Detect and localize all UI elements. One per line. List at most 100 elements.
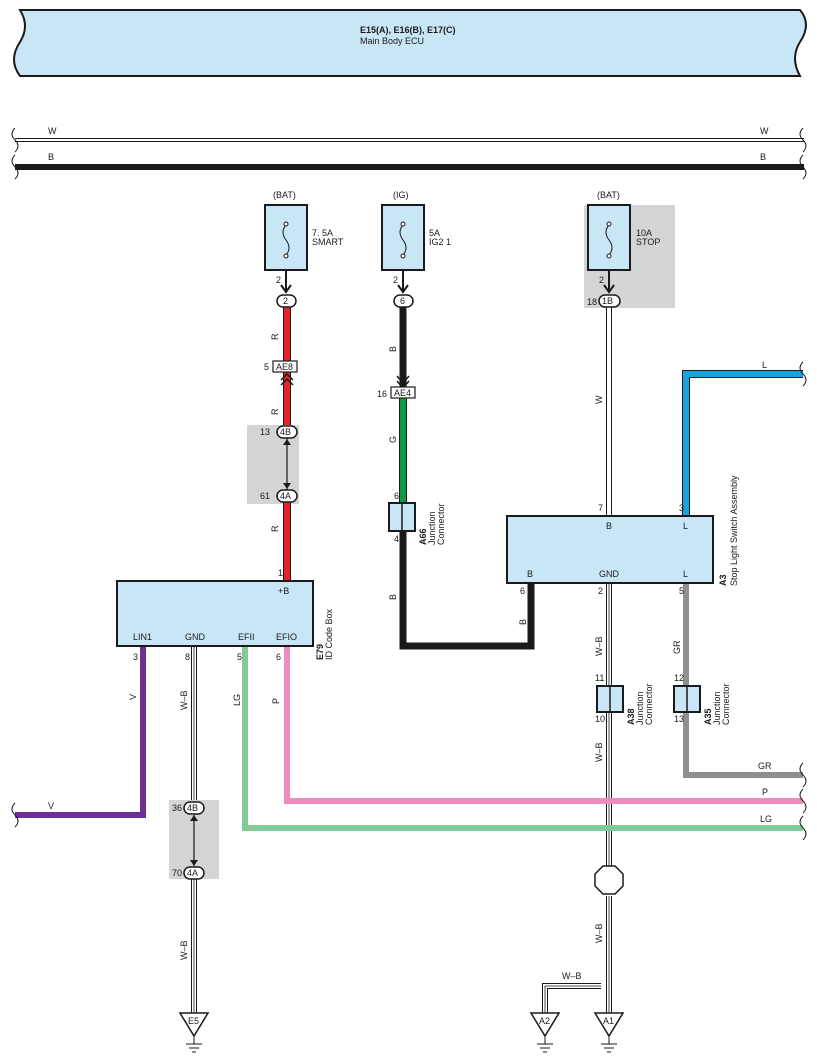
wire-label-wb3: W–B	[594, 636, 604, 656]
junction-a38-code: A38	[626, 708, 636, 725]
bus-w-label-right: W	[760, 126, 769, 136]
bus-w-label-left: W	[48, 126, 57, 136]
id-code-box-gnd: GND	[185, 632, 206, 642]
wire-label-wb-branch: W–B	[562, 971, 582, 981]
splice-point	[594, 865, 624, 895]
connector-4b-top-label: 4B	[280, 427, 291, 437]
connector-4b-bottom-label: 4B	[187, 803, 198, 813]
wire-wb-stop-gnd	[542, 583, 612, 1013]
fuse-stop-pin: 2	[599, 275, 604, 285]
fuse-ig2: (IG) 5A IG2 1 2	[381, 190, 451, 294]
connector-ae4: 16 AE4	[377, 375, 416, 399]
wire-label-wb4: W–B	[594, 742, 604, 762]
ground-a2-label: A2	[539, 1016, 550, 1026]
fuse-stop-supply: (BAT)	[597, 190, 620, 200]
junction-a38-bottom-pin: 10	[595, 714, 605, 724]
connector-4a-top-label: 4A	[280, 491, 291, 501]
ground-a2: A2	[529, 1012, 561, 1053]
connector-ae8-num: 5	[264, 362, 269, 372]
ground-a1-label: A1	[603, 1016, 614, 1026]
id-code-box-efio: EFIO	[276, 632, 297, 642]
wire-label-v-left: V	[48, 801, 54, 811]
fuse-ig2-name: IG2 1	[429, 237, 451, 247]
connector-ae4-num: 16	[377, 389, 387, 399]
stop-light-switch: 7 3 B L B GND L 6 2 5 A3 Stop Light Swit…	[506, 475, 739, 596]
wire-label-wb1: W–B	[179, 690, 189, 710]
wire-label-v-vert: V	[128, 694, 138, 700]
fuse-stop: (BAT) 10A STOP 2	[587, 190, 660, 294]
id-code-box-gnd-num: 8	[185, 652, 190, 662]
fuse-smart-symbol	[282, 224, 290, 256]
connector-4b-bottom: 36 4B	[172, 801, 205, 821]
wire-label-lg-right: LG	[760, 814, 772, 824]
wire-label-r2: R	[270, 408, 280, 415]
connector-4b-top: 13 4B	[260, 425, 298, 445]
connector-4b-top-num: 13	[260, 427, 270, 437]
fuse-smart-pin: 2	[276, 275, 281, 285]
stop-switch-name: Stop Light Switch Assembly	[729, 475, 739, 586]
id-code-box-name: ID Code Box	[324, 608, 334, 660]
junction-a66-bottom-pin: 4	[394, 534, 399, 544]
stop-switch-bot-b: B	[527, 569, 533, 579]
connector-4a-bottom-label: 4A	[187, 868, 198, 878]
stop-switch-code: A3	[718, 574, 728, 586]
junction-a66-top-pin: 6	[394, 491, 399, 501]
wire-label-b-ig2: B	[388, 594, 398, 600]
connector-ae8-label: AE8	[276, 362, 293, 372]
junction-a35-bottom-pin: 13	[674, 714, 684, 724]
ecu-name: Main Body ECU	[360, 36, 424, 46]
ground-a1: A1	[593, 1012, 625, 1053]
connector-4a-top-num: 61	[260, 491, 270, 501]
wire-lg	[242, 646, 807, 841]
fuse-smart-supply: (BAT)	[273, 190, 296, 200]
stop-switch-top-l-num: 3	[679, 503, 684, 513]
wire-pink-p	[284, 646, 807, 814]
junction-a38-top-pin: 11	[595, 673, 604, 683]
ground-e5: E5	[178, 1012, 210, 1053]
connector-4a-bottom-num: 70	[172, 868, 182, 878]
stop-switch-bot-l: L	[683, 569, 688, 579]
wire-label-g-ig: G	[388, 436, 398, 443]
fuse-stop-rating: 10A	[636, 228, 652, 238]
ground-e5-label: E5	[188, 1016, 199, 1026]
stop-switch-bot-gnd: GND	[599, 569, 620, 579]
main-body-ecu: E15(A), E16(B), E17(C) Main Body ECU	[13, 9, 807, 77]
id-code-box-pin-b-num: 1	[278, 568, 283, 578]
junction-a66: 6 4 A66 Junction Connector	[388, 491, 446, 545]
wire-label-gr-vert: GR	[672, 640, 682, 654]
stop-switch-top-l: L	[683, 521, 688, 531]
fuse-ig2-pin: 2	[393, 275, 398, 285]
wire-label-wb2: W–B	[179, 940, 189, 960]
id-code-box-pin-b: +B	[278, 586, 289, 596]
junction-a38-name1: Junction	[635, 691, 645, 725]
wire-label-r3: R	[270, 525, 280, 532]
connector-ae8: 5 AE8	[264, 360, 298, 386]
id-code-box: 1 +B LIN1 GND EFII EFIO 3 8 5 6 E79 ID C…	[116, 568, 334, 662]
connector-2: 2	[276, 294, 297, 308]
connector-1b-label: 1B	[602, 296, 613, 306]
junction-a66-code: A66	[418, 528, 428, 545]
connector-6-label: 6	[400, 296, 405, 306]
fuse-smart-rating: 7. 5A	[312, 228, 333, 238]
fuse-smart-name: SMART	[312, 237, 344, 247]
id-code-box-lin1: LIN1	[133, 632, 152, 642]
wire-label-lg-vert: LG	[232, 694, 242, 706]
connector-4b-bottom-num: 36	[172, 803, 182, 813]
fuse-ig2-symbol	[399, 224, 407, 256]
stop-switch-bot-gnd-num: 2	[598, 586, 603, 596]
wire-label-b-ig: B	[388, 346, 398, 352]
junction-a35: 12 13 A35 Junction Connector	[673, 673, 731, 725]
id-code-box-efii: EFII	[238, 632, 255, 642]
ecu-code: E15(A), E16(B), E17(C)	[360, 25, 456, 35]
wire-label-b-ig3: B	[518, 619, 528, 625]
junction-a66-name2: Connector	[436, 503, 446, 545]
bus-b: B B	[11, 152, 807, 180]
bus-w: W W	[11, 126, 807, 153]
id-code-box-efii-num: 5	[237, 652, 242, 662]
id-code-box-code: E79	[315, 644, 325, 660]
wire-label-l-top: L	[762, 360, 767, 370]
stop-switch-top-b-num: 7	[598, 503, 603, 513]
fuse-ig2-supply: (IG)	[393, 190, 409, 200]
stop-switch-bot-l-num: 5	[679, 586, 684, 596]
fuse-ig2-rating: 5A	[429, 228, 440, 238]
